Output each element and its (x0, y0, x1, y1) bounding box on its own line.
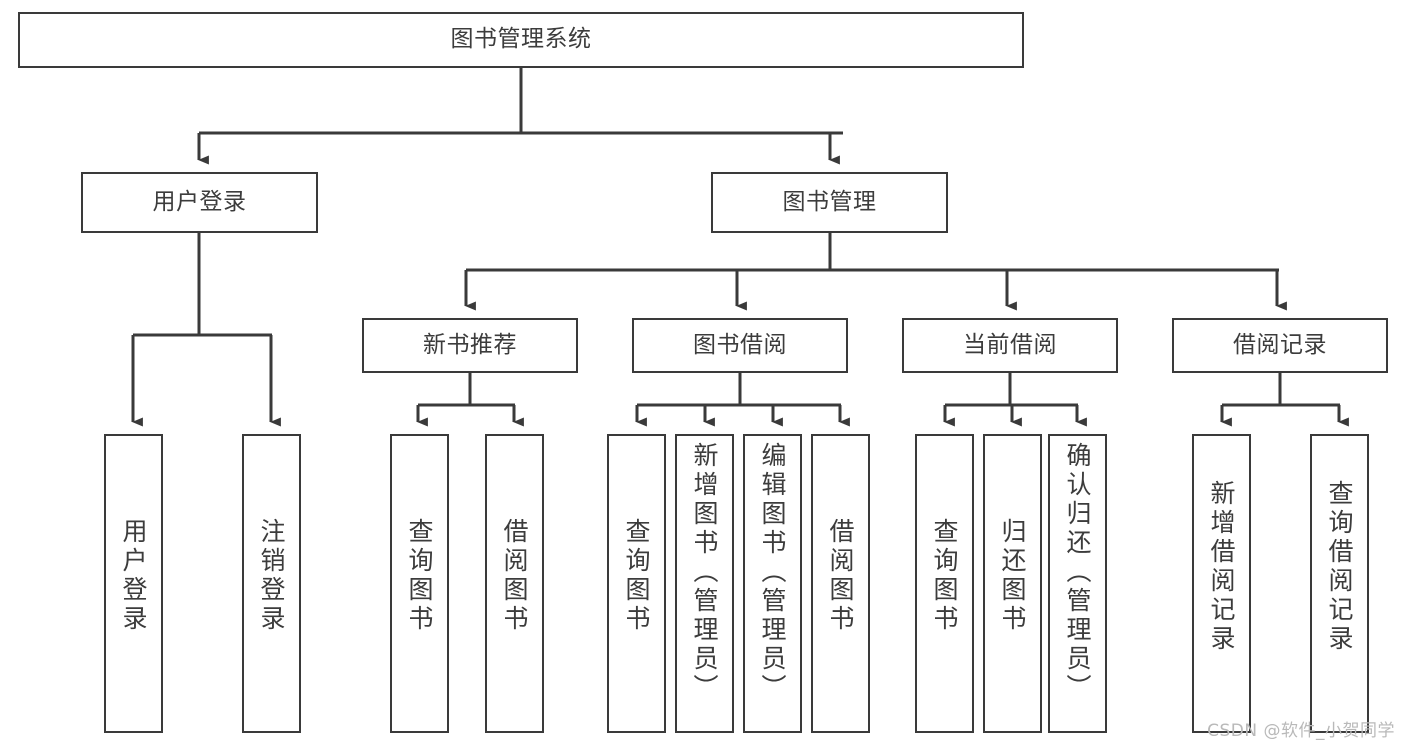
leaf-add-book-admin-label: 新增图书（管理员） (690, 442, 719, 703)
node-borrow-record-label: 借阅记录 (1233, 331, 1327, 358)
node-book-borrow-label: 图书借阅 (693, 331, 787, 358)
node-current-borrow[interactable]: 当前借阅 (902, 318, 1118, 373)
node-new-book-recommend[interactable]: 新书推荐 (362, 318, 578, 373)
leaf-borrow-book-rec[interactable]: 借阅图书 (485, 434, 544, 733)
leaf-add-borrow-record[interactable]: 新增借阅记录 (1192, 434, 1251, 733)
leaf-query-book-rec[interactable]: 查询图书 (390, 434, 449, 733)
csdn-watermark: CSDN @软件_小贺同学 (1207, 721, 1395, 741)
node-borrow-record[interactable]: 借阅记录 (1172, 318, 1388, 373)
leaf-borrow-book-rec-label: 借阅图书 (500, 518, 529, 634)
leaf-query-borrow-record[interactable]: 查询借阅记录 (1310, 434, 1369, 733)
node-root-label: 图书管理系统 (450, 26, 592, 53)
leaf-user-logout[interactable]: 注销登录 (242, 434, 301, 733)
leaf-query-book-borrow[interactable]: 查询图书 (607, 434, 666, 733)
leaf-borrow-book[interactable]: 借阅图书 (811, 434, 870, 733)
leaf-query-book-rec-label: 查询图书 (405, 518, 434, 634)
node-user-login-label: 用户登录 (152, 188, 247, 215)
node-current-borrow-label: 当前借阅 (963, 331, 1057, 358)
leaf-user-login-label: 用户登录 (119, 518, 148, 634)
leaf-add-book-admin[interactable]: 新增图书（管理员） (675, 434, 734, 733)
node-book-manage-label: 图书管理 (782, 188, 877, 215)
node-user-login[interactable]: 用户登录 (81, 172, 318, 233)
leaf-borrow-book-label: 借阅图书 (826, 518, 855, 634)
node-root[interactable]: 图书管理系统 (18, 12, 1024, 68)
leaf-confirm-return-admin-label: 确认归还（管理员） (1063, 442, 1092, 703)
leaf-query-book-cur-label: 查询图书 (930, 518, 959, 634)
leaf-edit-book-admin[interactable]: 编辑图书（管理员） (743, 434, 802, 733)
leaf-user-logout-label: 注销登录 (257, 518, 286, 634)
leaf-return-book[interactable]: 归还图书 (983, 434, 1042, 733)
leaf-query-book-cur[interactable]: 查询图书 (915, 434, 974, 733)
leaf-edit-book-admin-label: 编辑图书（管理员） (758, 442, 787, 703)
leaf-query-book-borrow-label: 查询图书 (622, 518, 651, 634)
leaf-return-book-label: 归还图书 (998, 518, 1027, 634)
leaf-add-borrow-record-label: 新增借阅记录 (1207, 480, 1236, 654)
leaf-user-login[interactable]: 用户登录 (104, 434, 163, 733)
leaf-query-borrow-record-label: 查询借阅记录 (1325, 480, 1354, 654)
node-book-manage[interactable]: 图书管理 (711, 172, 948, 233)
node-new-book-recommend-label: 新书推荐 (423, 331, 517, 358)
node-book-borrow[interactable]: 图书借阅 (632, 318, 848, 373)
leaf-confirm-return-admin[interactable]: 确认归还（管理员） (1048, 434, 1107, 733)
